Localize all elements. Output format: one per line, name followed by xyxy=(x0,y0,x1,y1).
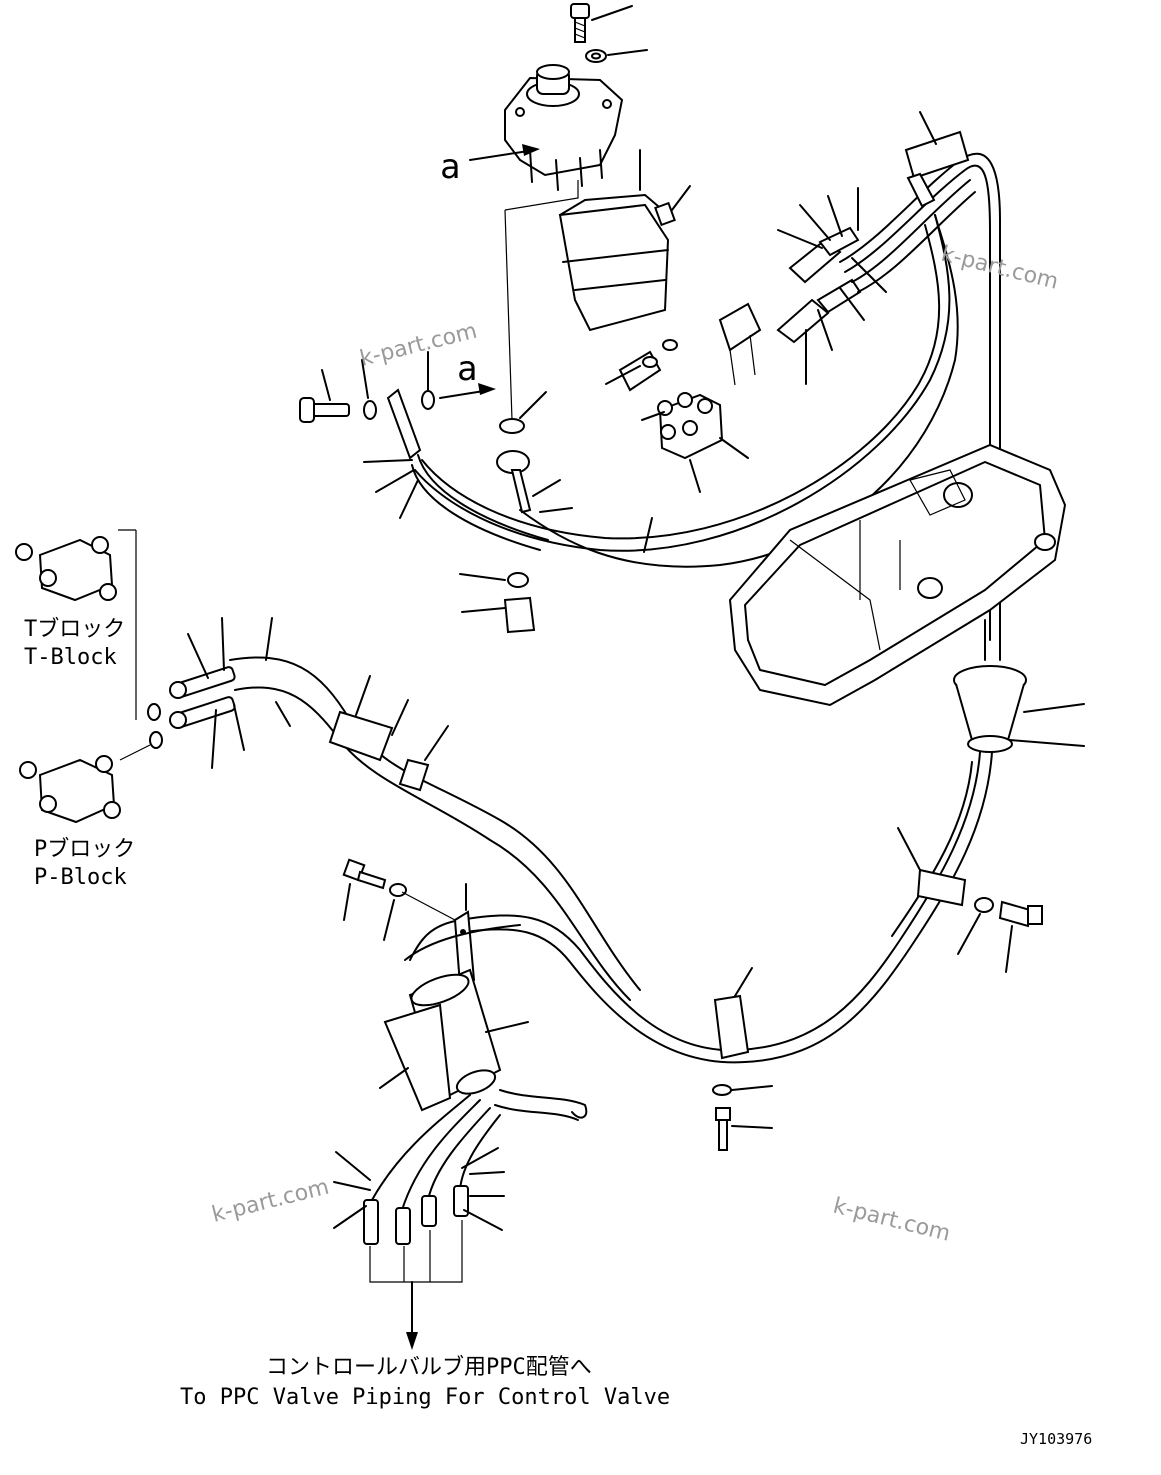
destination-label: コントロールバルブ用PPC配管へ To PPC Valve Piping For… xyxy=(180,1355,670,1410)
hose-main-run xyxy=(409,751,1043,1151)
marker-a-label: a xyxy=(440,147,460,187)
hose-left-fittings: a xyxy=(299,349,653,634)
top-washer xyxy=(585,49,648,63)
p-block-en-label: P-Block xyxy=(34,865,127,890)
p-block: Pブロック P-Block xyxy=(19,744,151,890)
floor-frame xyxy=(728,443,1067,707)
t-block-jp-label: Tブロック xyxy=(24,617,125,642)
hose-left-run xyxy=(147,617,641,1001)
marker-a-left: a xyxy=(457,349,477,389)
watermark: k-part.com xyxy=(209,1175,331,1228)
valve-leader xyxy=(504,180,579,421)
valve-block xyxy=(641,392,749,493)
t-block: Tブロック T-Block xyxy=(15,529,137,720)
top-bolt xyxy=(570,3,633,43)
floor-grommet xyxy=(953,619,1085,753)
clip-plates xyxy=(605,302,762,392)
watermark: k-part.com xyxy=(831,1194,953,1247)
t-block-en-label: T-Block xyxy=(24,645,117,670)
hose-fittings-upper xyxy=(776,187,887,385)
p-block-jp-label: Pブロック xyxy=(34,837,135,862)
lower-clamp xyxy=(342,858,588,1121)
pedal-valve xyxy=(504,64,624,191)
lower-fittings xyxy=(333,1094,505,1350)
drawing-id: JY103976 xyxy=(1020,1430,1092,1448)
marker-a-top: a xyxy=(440,144,540,187)
destination-jp-label: コントロールバルブ用PPC配管へ xyxy=(266,1355,592,1380)
destination-en-label: To PPC Valve Piping For Control Valve xyxy=(180,1385,670,1410)
rubber-boot xyxy=(558,149,691,332)
